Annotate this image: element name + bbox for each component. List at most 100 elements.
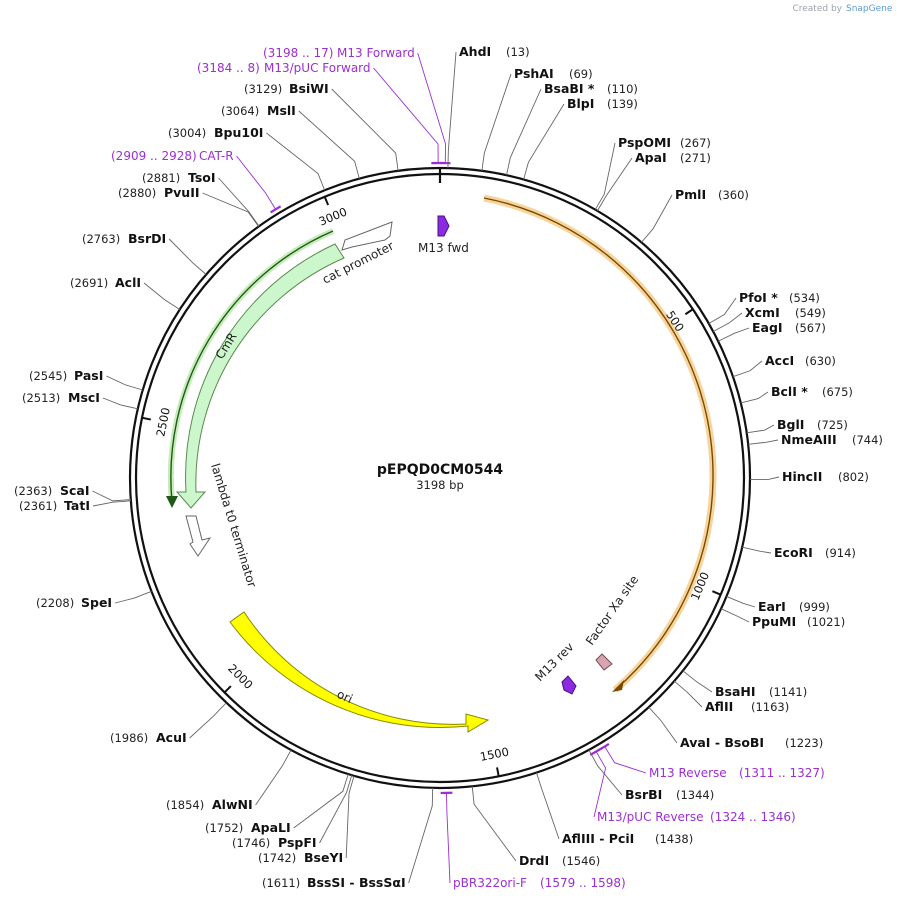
enzyme-name-tati: TatI <box>64 498 90 513</box>
enzyme-name-alwni: AlwNI <box>212 797 253 812</box>
tick-mark <box>496 767 500 777</box>
enzyme-leader-line <box>471 786 517 862</box>
enzyme-pos-scai: (2363) <box>14 484 52 498</box>
enzyme-name-bcli: BclI * <box>771 384 808 399</box>
enzyme-pos-alwni: (1854) <box>166 798 204 812</box>
enzyme-leader-line <box>218 177 260 227</box>
enzyme-pos-blpi: (139) <box>607 97 638 111</box>
enzyme-name-msli: MslI <box>267 103 296 118</box>
enzyme-pos-tati: (2361) <box>19 499 57 513</box>
orf-arc-arrowhead <box>612 680 624 692</box>
enzyme-name-bseyi: BseYI <box>304 850 343 865</box>
enzyme-pos-bsrdi: (2763) <box>82 232 120 246</box>
enzyme-pos-bgli: (725) <box>817 418 848 432</box>
enzyme-leader-line <box>408 787 434 884</box>
enzyme-name-blpi: BlpI <box>567 96 594 111</box>
enzyme-pos-pspomi: (267) <box>680 136 711 150</box>
feature-factor-xa-arrow <box>595 653 613 671</box>
primer-leader-line <box>446 793 451 884</box>
enzyme-leader-line <box>202 192 260 227</box>
enzyme-name-acli: AclI <box>115 275 141 290</box>
primer-range-m13puc-reverse: (1324 .. 1346) <box>710 810 796 824</box>
enzyme-name-acui: AcuI <box>156 730 187 745</box>
feature-label-lambda-t0: lambda t0 terminator <box>208 462 259 589</box>
enzyme-leader-line <box>106 375 143 391</box>
primer-name-m13-forward: M13 Forward <box>337 46 415 60</box>
enzyme-leader-line <box>189 702 227 739</box>
enzyme-leader-line <box>168 238 207 275</box>
enzyme-name-bsiwi: BsiWI <box>289 81 329 96</box>
enzyme-name-eari: EarI <box>758 599 786 614</box>
enzyme-leader-line <box>506 88 542 176</box>
enzyme-leader-line <box>732 360 763 378</box>
enzyme-name-pvuii: PvuII <box>164 185 200 200</box>
enzyme-name-nmeaiii: NmeAIII <box>781 432 837 447</box>
enzyme-leader-line <box>708 297 737 324</box>
feature-m13-fwd-arrow <box>437 215 450 237</box>
enzyme-leader-line <box>266 132 326 191</box>
enzyme-pos-bsrbi: (1344) <box>676 788 714 802</box>
primer-name-m13puc-reverse: M13/pUC Reverse <box>597 810 704 824</box>
enzyme-leader-line <box>746 424 775 434</box>
enzyme-leader-line <box>102 397 138 410</box>
tick-mark <box>712 590 722 596</box>
feature-label-factor-xa: Factor Xa site <box>583 573 641 648</box>
enzyme-leader-line <box>143 282 181 310</box>
credit-text: Created by <box>792 4 842 14</box>
tick-label: 500 <box>663 308 687 334</box>
primer-marks <box>270 161 610 795</box>
primer-leader-line <box>236 155 276 209</box>
enzyme-leader-line <box>673 680 703 708</box>
enzyme-name-apali: ApaLI <box>251 820 291 835</box>
enzyme-name-ppumi: PpuMI <box>752 614 796 629</box>
tick-label: 1500 <box>479 744 510 763</box>
primer-range-cat-r: (2909 .. 2928) <box>111 149 197 163</box>
enzyme-leader-line <box>345 775 355 859</box>
primer-range-pbr322ori-f: (1579 .. 1598) <box>540 876 626 890</box>
enzyme-pos-pspfi: (1746) <box>232 836 270 850</box>
enzyme-name-eagi: EagI <box>752 320 783 335</box>
enzyme-pos-ecori: (914) <box>825 546 856 560</box>
primer-name-m13puc-forward: M13/pUC Forward <box>264 61 371 75</box>
primer-range-m13-reverse: (1311 .. 1327) <box>739 766 825 780</box>
enzyme-pos-xcmi: (549) <box>795 306 826 320</box>
enzyme-pos-acli: (2691) <box>70 276 108 290</box>
enzyme-name-pspomi: PspOMI <box>618 135 671 150</box>
enzyme-pos-pshai: (69) <box>569 67 593 81</box>
enzyme-leader-line <box>588 749 623 796</box>
plasmid-length: 3198 bp <box>416 478 464 492</box>
enzyme-pos-apai: (271) <box>680 151 711 165</box>
enzyme-leader-line <box>298 110 360 179</box>
primer-name-m13-reverse: M13 Reverse <box>649 766 727 780</box>
enzyme-pos-pvuii: (2880) <box>118 186 156 200</box>
enzyme-name-afliii-pcii: AflIII - PciI <box>562 831 634 846</box>
enzyme-leader-line <box>319 775 353 844</box>
feature-label-m13-rev: M13 rev <box>532 640 576 684</box>
enzyme-leader-line <box>293 773 349 829</box>
enzyme-name-scai: ScaI <box>60 483 90 498</box>
enzyme-name-apai: ApaI <box>635 150 667 165</box>
tick-label: 2500 <box>153 406 173 437</box>
enzyme-leader-line <box>718 327 750 342</box>
enzyme-pos-eagi: (567) <box>795 321 826 335</box>
primer-leader-line <box>604 747 647 774</box>
enzyme-name-ahdi: AhdI <box>459 44 491 59</box>
enzyme-name-pasi: PasI <box>74 368 103 383</box>
enzyme-leader-line <box>748 439 779 445</box>
enzyme-name-msci: MscI <box>68 390 100 405</box>
enzyme-leader-line <box>92 500 131 507</box>
tick-label: 3000 <box>317 205 349 229</box>
enzyme-leader-line <box>255 749 292 806</box>
enzyme-leader-line <box>331 88 399 171</box>
backbone-outer-ring <box>128 166 752 790</box>
enzyme-pos-nmeaiii: (744) <box>852 433 883 447</box>
enzyme-name-ecori: EcoRI <box>774 545 813 560</box>
tick-mark <box>323 196 330 206</box>
enzyme-name-acci: AccI <box>765 353 794 368</box>
enzyme-name-spei: SpeI <box>81 595 112 610</box>
enzyme-name-tsoi: TsoI <box>188 170 216 185</box>
feature-label-ori: ori <box>335 687 355 706</box>
feature-cmr-arrow <box>175 243 345 509</box>
orf-arc <box>483 197 714 691</box>
